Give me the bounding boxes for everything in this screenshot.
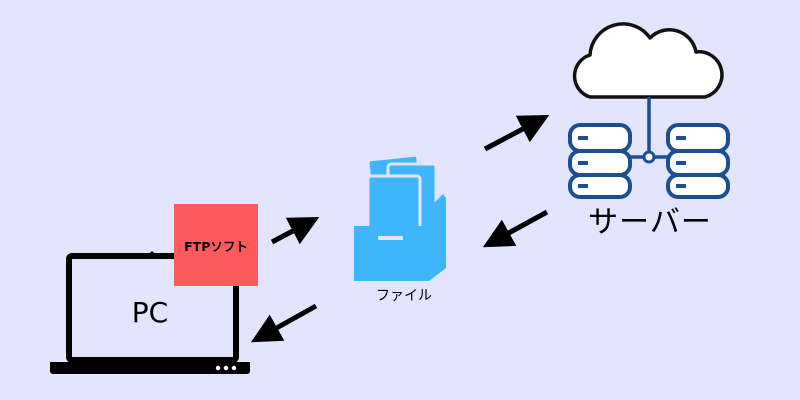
server-label: サーバー	[588, 205, 712, 240]
arrow-server-to-file	[482, 209, 549, 248]
file-label: ファイル	[376, 288, 432, 304]
ftp-software-label: FTPソフト	[184, 239, 248, 254]
cloud-server-icon	[568, 22, 730, 199]
arrow-file-to-pc	[250, 303, 318, 343]
pc-label: PC	[131, 296, 169, 329]
arrow-ftp-to-file	[270, 216, 320, 245]
server-right-icon	[666, 123, 730, 199]
server-left-icon	[568, 123, 632, 199]
arrow-file-to-server	[483, 114, 550, 152]
ftp-software-box	[174, 204, 258, 286]
cloud-icon	[572, 22, 724, 99]
laptop-icon	[50, 251, 250, 374]
file-box-icon	[354, 153, 446, 281]
